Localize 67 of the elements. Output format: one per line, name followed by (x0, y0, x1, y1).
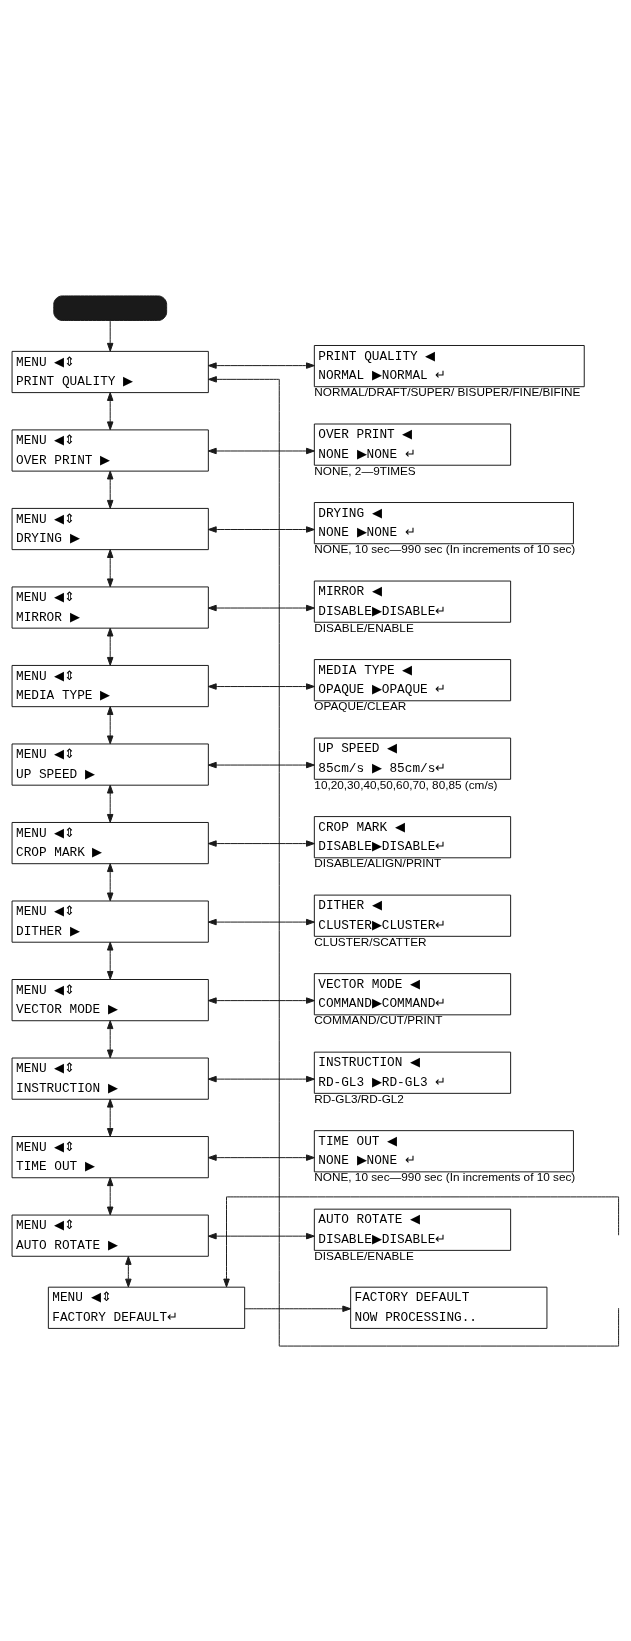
arrow (207, 361, 315, 369)
node-box: MENU ◀⇕ FACTORY DEFAULT↵ (47, 1286, 246, 1329)
arrow (106, 1019, 114, 1058)
arrow (106, 391, 114, 430)
arrow (244, 1305, 352, 1312)
arrow (125, 1255, 132, 1287)
node-box: OVER PRINT ◀ NONE ▶NONE ↵ (313, 423, 512, 466)
node-box: MENU ◀⇕ AUTO ROTATE ▶ (11, 1214, 209, 1257)
node-box: VECTOR MODE ◀ COMMAND▶COMMAND↵ (313, 972, 512, 1015)
arrow (106, 319, 114, 352)
node-box: FACTORY DEFAULT NOW PROCESSING.. (350, 1286, 548, 1329)
node-box: AUTO ROTATE ◀ DISABLE▶DISABLE↵ (313, 1208, 512, 1251)
arrow (106, 548, 114, 587)
arrow (207, 761, 315, 768)
arrow (207, 1232, 315, 1239)
node-box: MENU ◀⇕ TIME OUT ▶ (11, 1135, 209, 1178)
arrow (207, 839, 315, 847)
node-box: MENU ◀⇕ OVER PRINT ▶ (11, 428, 209, 472)
node-box: MENU ◀⇕ MEDIA TYPE ▶ (11, 664, 209, 707)
node-label: CLUSTER/SCATTER (314, 934, 427, 948)
node-box: DRYING ◀ NONE ▶NONE ↵ (313, 501, 574, 544)
arrow (106, 941, 114, 980)
node-box: MENU ◀⇕ PRINT QUALITY ▶ (11, 350, 209, 393)
arrow (106, 470, 114, 509)
arrow (106, 705, 114, 744)
node-box: INSTRUCTION ◀ RD-GL3 ▶RD-GL3 ↵ (313, 1051, 512, 1094)
arrow (207, 525, 315, 533)
node-box: MIRROR ◀ DISABLE▶DISABLE↵ (313, 580, 512, 623)
node-label: RD-GL3/RD-GL2 (314, 1091, 404, 1105)
arrow (207, 996, 315, 1004)
arrow (106, 627, 114, 666)
node-label: DISABLE/ALIGN/PRINT (314, 855, 442, 869)
node-box: MENU ◀⇕ VECTOR MODE ▶ (11, 978, 209, 1021)
arrow (207, 447, 315, 454)
node-label: NONE, 10 sec—990 sec (In increments of 10 sec) (314, 541, 576, 555)
node-box: CROP MARK ◀ DISABLE▶DISABLE↵ (313, 815, 512, 858)
arrow (207, 1153, 315, 1161)
node-label: DISABLE/ENABLE (314, 620, 414, 634)
arrow (106, 862, 114, 901)
arrow (207, 682, 315, 690)
node-box: MENU ◀⇕ DITHER ▶ (11, 900, 209, 943)
node-box: MENU ◀⇕ UP SPEED ▶ (11, 742, 209, 786)
node-label: COMMAND/CUT/PRINT (314, 1012, 443, 1026)
node-box: MENU ◀⇕ CROP MARK ▶ (11, 821, 209, 864)
node-label: NONE, 10 sec—990 sec (In increments of 10 sec) (314, 1169, 576, 1183)
node-label: 10,20,30,40,50,60,70, 80,85 (cm/s) (314, 777, 498, 791)
arrow (106, 784, 114, 823)
node-box: DITHER ◀ CLUSTER▶CLUSTER↵ (313, 894, 512, 937)
arrow (207, 1075, 315, 1082)
node-label: NORMAL/DRAFT/SUPER/ BISUPER/FINE/BIFINE (314, 384, 581, 398)
arrow (207, 604, 315, 611)
node-box: MENU ◀⇕ INSTRUCTION ▶ (11, 1057, 209, 1100)
arrow (106, 1098, 114, 1137)
node-box: TIME OUT ◀ NONE ▶NONE ↵ (313, 1129, 574, 1172)
node-label: OPAQUE/CLEAR (314, 698, 407, 712)
node-label: DISABLE/ENABLE (314, 1248, 414, 1262)
node-box: MEDIA TYPE ◀ OPAQUE ▶OPAQUE ↵ (313, 658, 512, 701)
arrow (106, 1176, 114, 1215)
node-box: MENU ◀⇕ MIRROR ▶ (11, 585, 209, 629)
node-box (53, 294, 168, 321)
node-box: UP SPEED ◀ 85cm/s ▶ 85cm/s↵ (313, 737, 512, 780)
node-label: NONE, 2—9TIMES (314, 463, 416, 477)
arrow (223, 1195, 620, 1287)
arrow (208, 375, 620, 1347)
node-box: PRINT QUALITY ◀ NORMAL ▶NORMAL ↵ (313, 344, 585, 387)
node-box: MENU ◀⇕ DRYING ▶ (11, 507, 209, 550)
arrow (207, 918, 315, 925)
